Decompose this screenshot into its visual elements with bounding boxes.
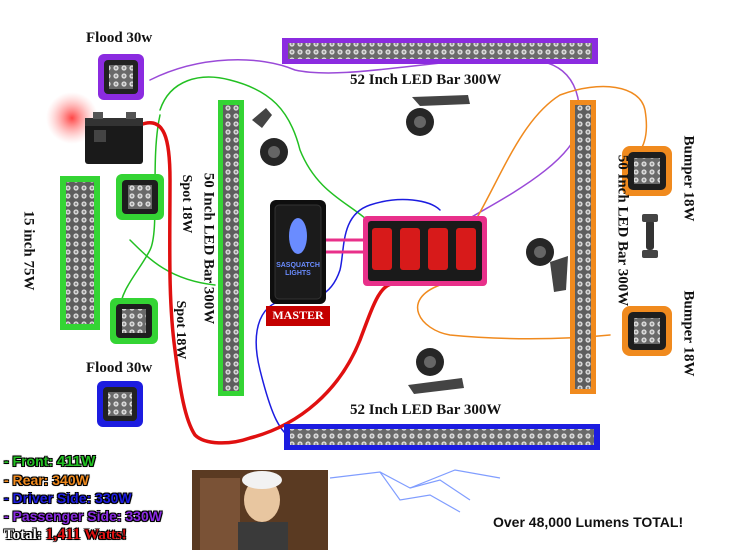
bar-15-label: 15 inch 75W	[20, 210, 37, 291]
legend-front-label: - Front:	[4, 453, 53, 469]
battery-icon	[85, 112, 143, 164]
wire-orange	[469, 85, 648, 231]
legend-rear-value: 340W	[52, 472, 89, 488]
sasquatch-icon	[289, 218, 307, 254]
bumper-light-bottom	[622, 306, 672, 356]
led-bar-bottom	[284, 424, 600, 450]
legend-driver: - Driver Side: 330W	[4, 489, 194, 507]
spot-light-top	[116, 174, 164, 220]
rocker-switch-4	[456, 228, 476, 270]
rocker-switch-1	[372, 228, 392, 270]
master-switch	[266, 200, 330, 326]
camera-icon	[526, 238, 568, 292]
lightning-icon	[329, 469, 501, 513]
legend-total-unit: Watts!	[84, 527, 127, 543]
led-bar-right	[570, 100, 596, 394]
flood-bottom-label: Flood 30w	[86, 360, 153, 376]
legend-passenger-value: 330W	[125, 508, 162, 524]
switch-brand-line-2: LIGHTS	[285, 270, 311, 277]
legend-front-value: 411W	[56, 453, 96, 470]
bar-right-label: 50 Inch LED Bar 300W	[614, 154, 631, 307]
wire-green	[159, 76, 376, 231]
legend-total-value: 1,411	[45, 526, 81, 543]
legend-passenger-label: - Passenger Side:	[4, 508, 122, 524]
wire-orange-2	[417, 284, 611, 340]
sensor-icon	[642, 214, 658, 258]
wattage-legend: - Front: 411W - Rear: 340W - Driver Side…	[4, 452, 194, 544]
bumper-top-label: Bumper 18W	[680, 135, 697, 222]
led-bar-top	[282, 38, 598, 64]
spot-top-label: Spot 18W	[179, 174, 194, 234]
legend-driver-label: - Driver Side:	[4, 490, 92, 506]
bumper-light-top	[622, 146, 672, 196]
spot-bottom-label: Spot 18W	[173, 300, 188, 360]
flood-light-bottom	[97, 381, 143, 427]
legend-rear-label: - Rear:	[4, 472, 49, 488]
camera-icon	[252, 108, 288, 166]
master-label: MASTER	[272, 308, 324, 322]
flood-top-label: Flood 30w	[86, 30, 153, 46]
switch-panel	[363, 216, 487, 286]
legend-front: - Front: 411W	[4, 452, 194, 471]
bumper-bottom-label: Bumper 18W	[680, 290, 697, 377]
legend-driver-value: 330W	[95, 490, 132, 506]
legend-passenger: - Passenger Side: 330W	[4, 507, 194, 525]
bar-bottom-label: 52 Inch LED Bar 300W	[350, 402, 502, 418]
switch-brand-line-1: SASQUATCH	[276, 262, 320, 269]
camera-icon	[408, 348, 464, 394]
flood-light-top	[98, 54, 144, 100]
wire-pink	[323, 238, 370, 254]
wire-green-3	[129, 239, 216, 286]
led-bar-15	[60, 176, 100, 330]
switch-brand: SASQUATCH LIGHTS	[274, 262, 322, 278]
led-bar-left	[218, 100, 244, 396]
reaction-photo	[192, 470, 328, 550]
camera-icon	[406, 95, 470, 136]
lumens-total: Over 48,000 Lumens TOTAL!	[493, 514, 684, 530]
rocker-switch-3	[428, 228, 448, 270]
legend-rear: - Rear: 340W	[4, 471, 194, 489]
legend-total-label: Total:	[4, 527, 42, 543]
rocker-switch-2	[400, 228, 420, 270]
bar-left-label: 50 Inch LED Bar 300W	[200, 172, 217, 325]
bar-top-label: 52 Inch LED Bar 300W	[350, 72, 502, 88]
spot-light-bottom	[110, 298, 158, 344]
wire-green-2	[119, 114, 161, 311]
legend-total: Total: 1,411 Watts!	[4, 526, 194, 544]
wire-red-power	[138, 121, 397, 445]
